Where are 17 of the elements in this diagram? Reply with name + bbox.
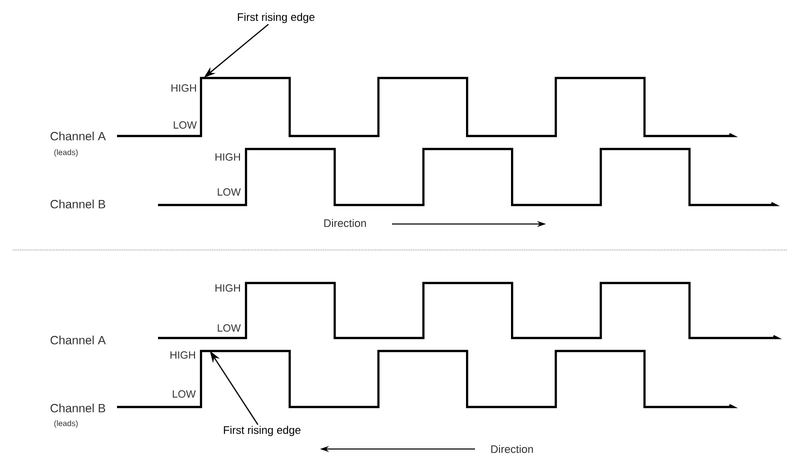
level-label: HIGH (172, 84, 196, 92)
callout-text: First rising edge (238, 12, 314, 24)
level-label: LOW (174, 121, 197, 129)
callout-text: First rising edge (224, 426, 300, 436)
channel-label: Channel B (50, 404, 106, 412)
direction-label: Direction (491, 444, 533, 454)
waveform (158, 148, 780, 206)
level-label: HIGH (216, 153, 240, 161)
waveform (158, 282, 782, 340)
level-label: LOW (172, 390, 196, 398)
level-label: LOW (218, 188, 241, 196)
level-label: HIGH (170, 351, 195, 359)
channel-label: Channel B (50, 200, 106, 208)
waveform (117, 76, 738, 138)
level-label: LOW (218, 324, 241, 332)
waveform (117, 350, 738, 408)
level-label: HIGH (216, 284, 240, 292)
